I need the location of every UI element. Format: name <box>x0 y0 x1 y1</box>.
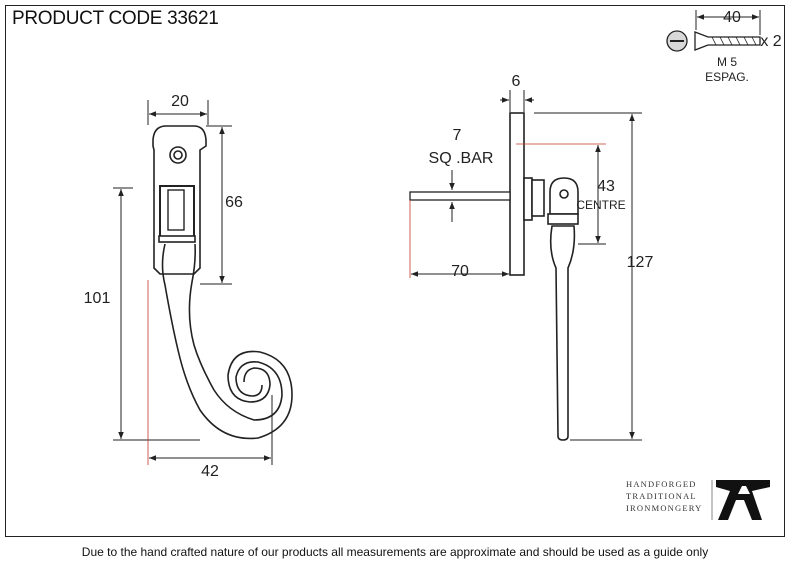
dim-bar-size: 7 <box>453 127 462 144</box>
handle-dimension-lines <box>113 100 273 465</box>
anvil-logo-icon <box>716 480 770 520</box>
dim-plate-depth: 6 <box>512 73 521 90</box>
screw-type: ESPAG. <box>705 70 749 84</box>
logo-line-ironmongery: IRONMONGERY <box>626 503 703 513</box>
dim-centre-value: 43 <box>597 178 615 195</box>
brand-logo-text: HANDFORGED TRADITIONAL IRONMONGERY <box>626 478 708 514</box>
screw-icon <box>666 30 761 52</box>
logo-line-handforged: HANDFORGED <box>626 479 697 489</box>
dim-bar-type: SQ .BAR <box>429 150 494 167</box>
drawing-frame <box>5 5 785 537</box>
dim-centre-label: CENTRE <box>576 198 625 212</box>
screw-dimension-line <box>695 10 761 35</box>
screw-quantity: x 2 <box>760 33 781 50</box>
dim-rod-length: 127 <box>627 254 654 271</box>
footer-disclaimer: Due to the hand crafted nature of our pr… <box>81 545 709 559</box>
dim-total-height: 101 <box>84 290 111 307</box>
dim-body-height: 66 <box>225 194 243 211</box>
logo-line-traditional: TRADITIONAL <box>626 491 697 501</box>
handle-front-view <box>152 125 293 440</box>
product-code: PRODUCT CODE 33621 <box>12 8 219 29</box>
side-dimension-lines <box>409 90 642 441</box>
screw-length: 40 <box>723 9 741 26</box>
dim-spiral-width: 42 <box>201 463 219 480</box>
screw-size: M 5 <box>717 55 737 69</box>
dim-handle-width: 20 <box>171 93 189 110</box>
handle-side-view <box>409 112 579 441</box>
dim-bar-length: 70 <box>451 263 469 280</box>
